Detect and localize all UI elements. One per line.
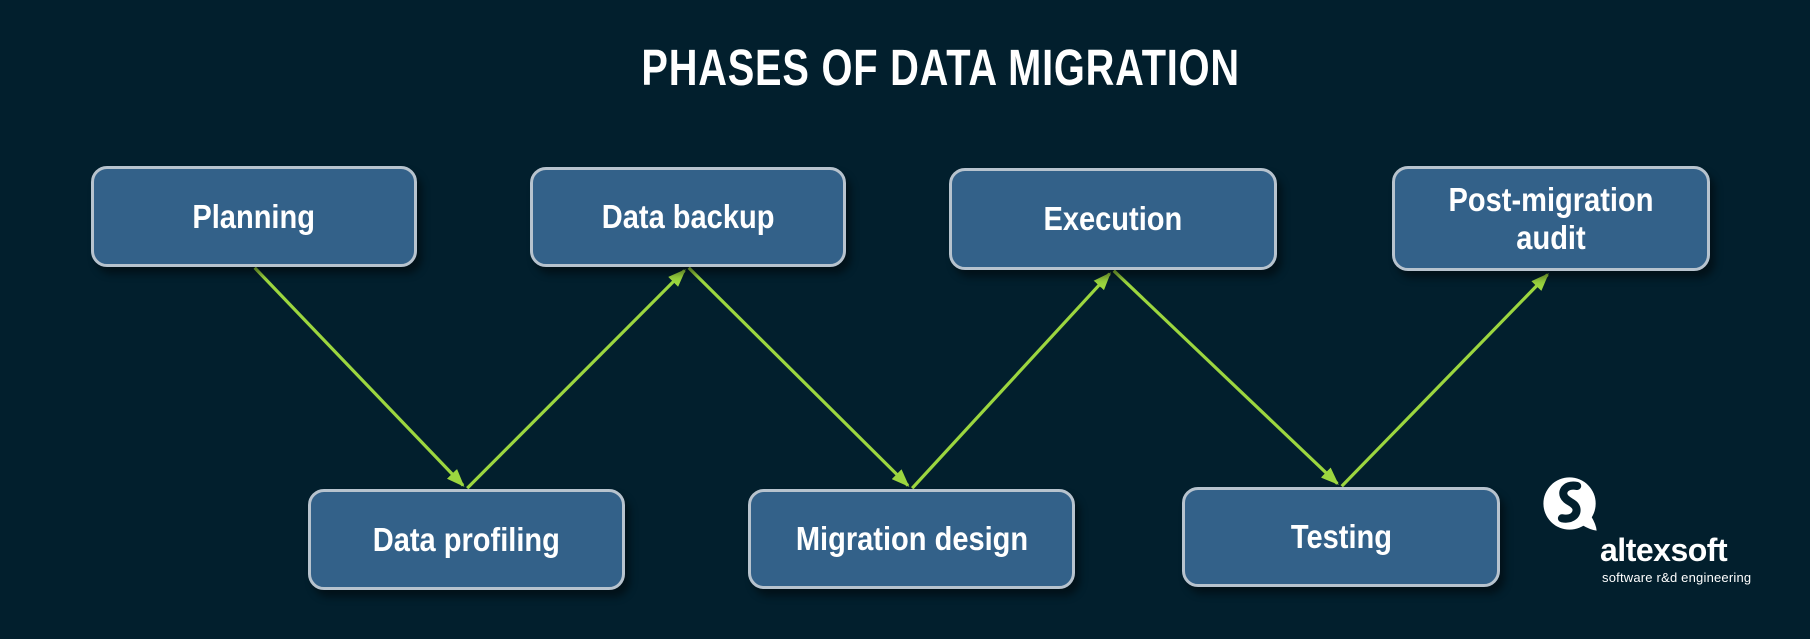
phase-label-post-migration-audit: Post-migration audit: [1448, 180, 1654, 256]
phase-label-execution: Execution: [1043, 200, 1183, 238]
page-title: PHASES OF DATA MIGRATION: [36, 42, 1810, 93]
phase-box-post-migration-audit: Post-migration audit: [1392, 166, 1710, 271]
phase-label-testing: Testing: [1290, 518, 1392, 556]
phase-box-data-backup: Data backup: [530, 167, 846, 267]
altexsoft-logo: altexsoft software r&d engineering: [1542, 476, 1751, 584]
phase-label-migration-design: Migration design: [795, 520, 1028, 558]
flow-arrow-execution-to-testing: [1112, 269, 1339, 485]
phase-label-data-backup: Data backup: [601, 198, 775, 236]
flow-arrow-data-backup-to-migration-design: [687, 266, 910, 487]
phase-box-data-profiling: Data profiling: [308, 489, 625, 590]
phase-label-data-profiling: Data profiling: [372, 520, 561, 558]
flow-arrow-planning-to-data-profiling: [253, 266, 465, 487]
altexsoft-logo-tagline: software r&d engineering: [1602, 570, 1752, 585]
phase-box-testing: Testing: [1182, 487, 1500, 587]
phase-box-migration-design: Migration design: [748, 489, 1075, 589]
phase-label-planning: Planning: [192, 197, 316, 235]
flow-arrow-migration-design-to-execution: [910, 272, 1111, 490]
altexsoft-logo-wordmark: altexsoft: [1600, 532, 1728, 568]
flow-arrow-data-profiling-to-data-backup: [466, 269, 686, 490]
phase-box-execution: Execution: [949, 168, 1277, 270]
phase-box-planning: Planning: [91, 166, 417, 267]
altexsoft-logo-icon: [1543, 477, 1597, 531]
page-title-text: PHASES OF DATA MIGRATION: [641, 39, 1241, 96]
flow-arrow-testing-to-post-migration-audit: [1340, 273, 1549, 488]
